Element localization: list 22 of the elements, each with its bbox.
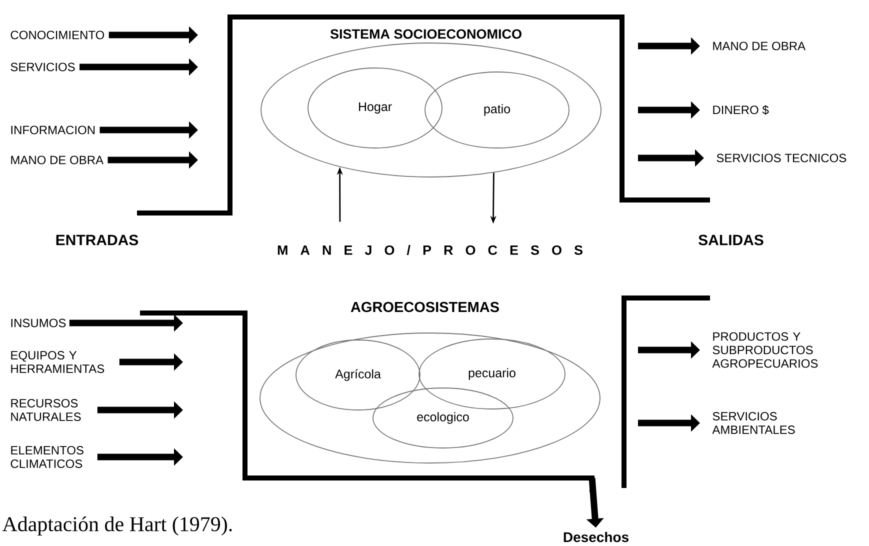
item-label: MANO DE OBRA <box>11 156 104 164</box>
output-label: Desechos <box>564 532 628 542</box>
item-label: EQUIPOS Y HERRAMIENTAS <box>11 351 104 373</box>
item-label: INFORMACION <box>11 126 95 134</box>
item-label: CONOCIMIENTO <box>10 30 104 40</box>
ellipse <box>260 42 602 178</box>
item-label: ELEMENTOS CLIMATICOS <box>10 446 84 468</box>
item-label: RECURSOS NATURALES <box>11 399 81 421</box>
item-label: INSUMOS <box>11 318 66 328</box>
item-label: MANO DE OBRA <box>713 42 806 50</box>
heading: AGROECOSISTEMAS <box>350 302 499 312</box>
ellipse <box>260 332 600 464</box>
heading: SALIDAS <box>698 234 764 246</box>
item-label: PRODUCTOS Y SUBPRODUCTOS AGROPECUARIOS <box>712 332 818 368</box>
heading: SISTEMA SOCIOECONOMICO <box>330 29 522 39</box>
item-label: DINERO $ <box>713 105 769 115</box>
item-label: SERVICIOS <box>10 62 75 72</box>
heading: ENTRADAS <box>56 234 138 246</box>
process-label: M A N E J O / P R O C E S O S <box>278 244 582 256</box>
caption: Adaptación de Hart (1979). <box>2 516 232 536</box>
item-label: SERVICIOS AMBIENTALES <box>712 412 795 434</box>
item-label: SERVICIOS TECNICOS <box>716 154 846 162</box>
